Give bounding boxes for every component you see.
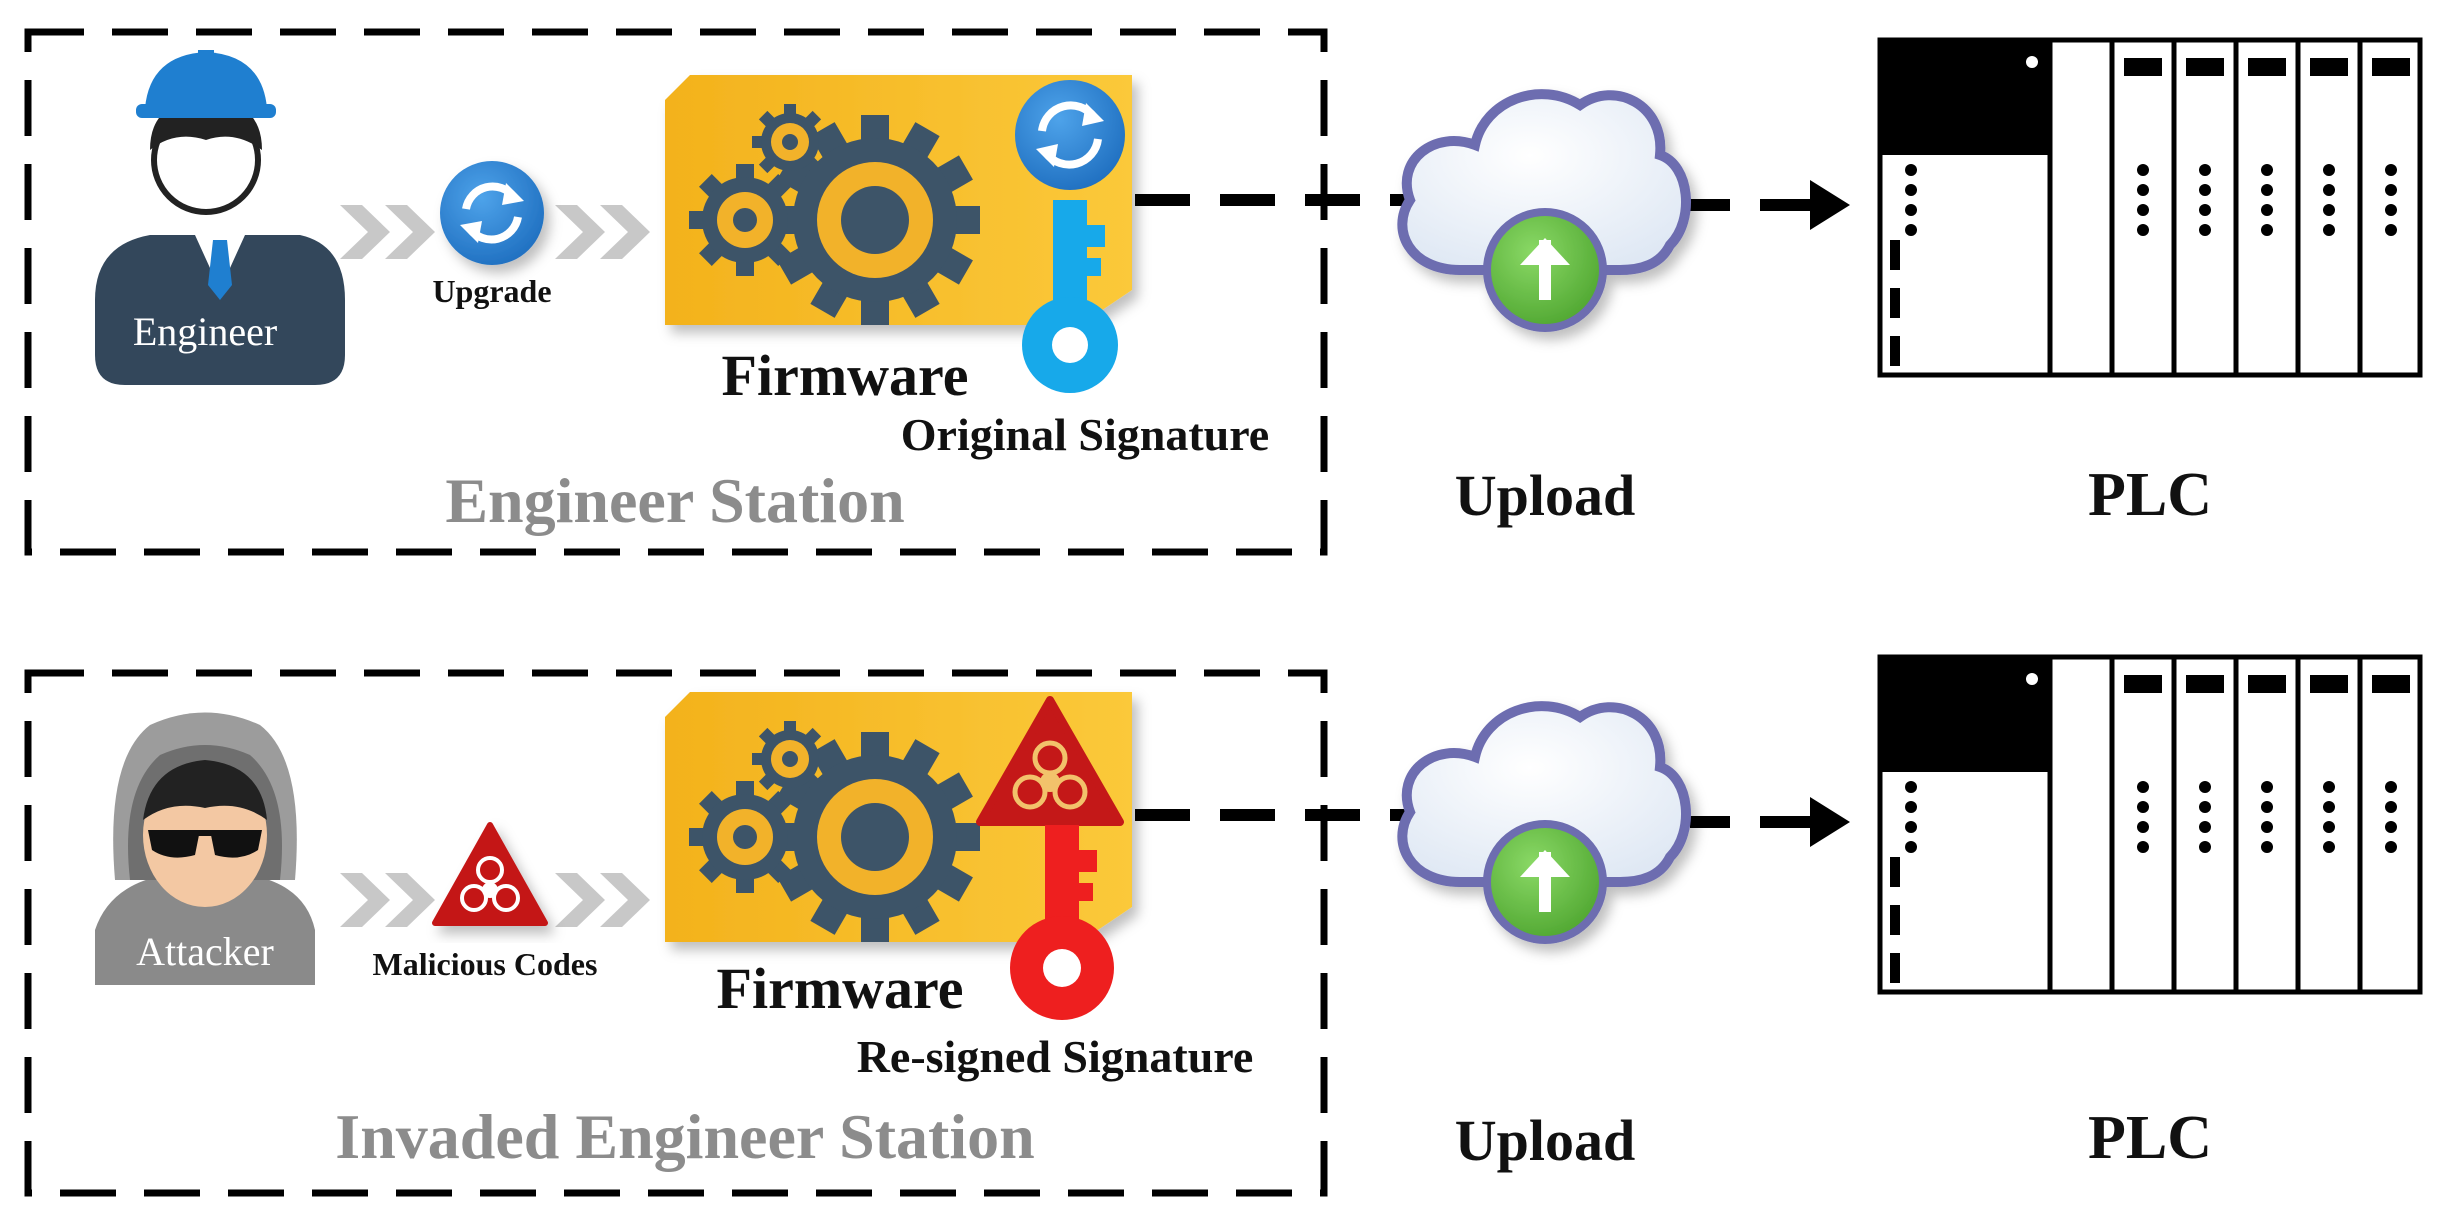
attacker-avatar: Attacker	[95, 712, 315, 985]
arrow-head	[1810, 797, 1850, 847]
firmware-panel	[665, 75, 1132, 393]
sync-icon	[440, 161, 544, 265]
chevron-arrows-icon	[340, 205, 650, 259]
engineer-station-box	[24, 28, 1328, 556]
plc-rack-icon	[1880, 40, 2420, 375]
plc-label: PLC	[2088, 461, 2212, 529]
key-icon	[1022, 200, 1118, 393]
bottom-row: Attacker Malicious Codes	[24, 657, 2420, 1197]
action-label: Malicious Codes	[373, 946, 598, 982]
action-label: Upgrade	[432, 273, 551, 309]
upload-label: Upload	[1455, 1108, 1636, 1173]
person-label: Attacker	[136, 929, 274, 974]
top-row: Engineer Upgrade	[24, 28, 2420, 556]
arrow-head	[1810, 180, 1850, 230]
chevron-arrows-icon	[340, 873, 650, 927]
cloud-upload-icon	[1402, 706, 1686, 944]
plc-label: PLC	[2088, 1104, 2212, 1172]
engineer-avatar: Engineer	[95, 50, 345, 385]
station-label: Invaded Engineer Station	[335, 1101, 1034, 1172]
signature-label: Original Signature	[901, 409, 1269, 460]
station-label: Engineer Station	[445, 465, 904, 536]
plc-rack-icon	[1880, 657, 2420, 992]
person-label: Engineer	[133, 309, 277, 354]
signature-label: Re-signed Signature	[857, 1031, 1254, 1082]
firmware-panel	[665, 692, 1132, 1020]
biohazard-badge-icon	[976, 696, 1124, 826]
sync-badge-icon	[1015, 80, 1125, 190]
invaded-station-box	[24, 669, 1328, 1197]
cloud-upload-icon	[1402, 94, 1686, 332]
firmware-label: Firmware	[717, 956, 964, 1021]
upload-label: Upload	[1455, 463, 1636, 528]
key-icon	[1010, 825, 1114, 1020]
biohazard-icon	[432, 822, 548, 926]
firmware-label: Firmware	[722, 343, 969, 408]
